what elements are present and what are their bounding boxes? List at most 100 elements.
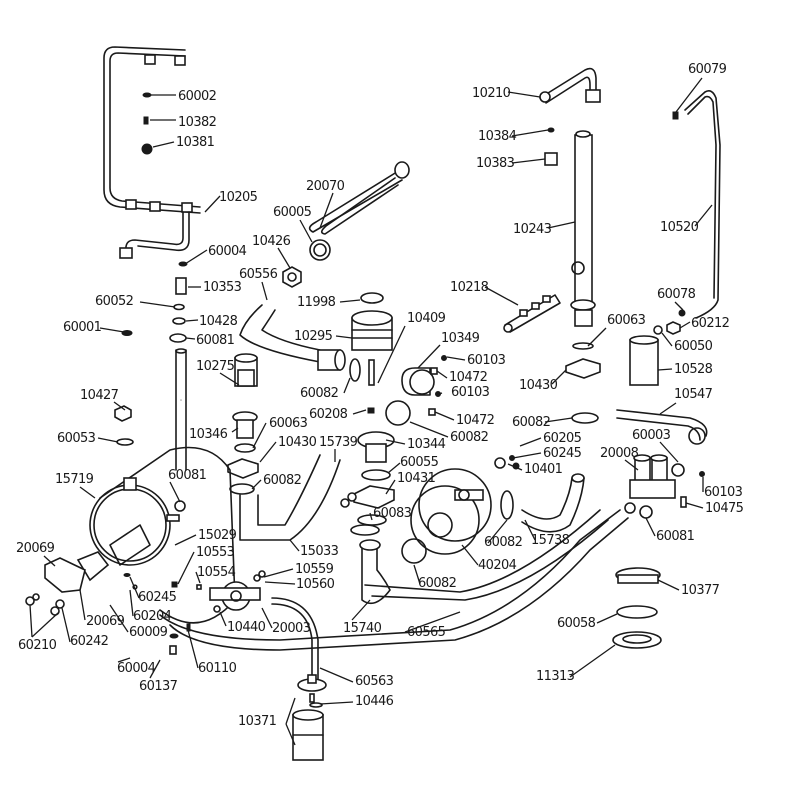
label-10428: 10428 — [199, 314, 238, 329]
leader-line — [417, 344, 441, 369]
leader-line — [624, 459, 639, 471]
label-10382: 10382 — [178, 115, 216, 130]
label-10377: 10377 — [681, 583, 720, 598]
label-10553: 10553 — [196, 545, 235, 560]
label-60205: 60205 — [543, 431, 582, 446]
part-10371-filter-canister — [292, 674, 327, 761]
leader-line — [544, 417, 573, 423]
leader-line — [409, 421, 449, 438]
part-labels: 60002 10382 10381 10205 60004 10353 6005… — [16, 62, 744, 729]
leader-line — [461, 544, 479, 566]
label-10472-a: 10472 — [449, 370, 487, 385]
label-10528: 10528 — [674, 362, 713, 377]
label-40204: 40204 — [478, 558, 517, 573]
label-10218: 10218 — [450, 280, 489, 295]
label-10472-b: 10472 — [456, 413, 494, 428]
leader-line — [113, 401, 126, 411]
leader-line — [31, 612, 59, 638]
label-15738: 15738 — [531, 533, 570, 548]
label-60078: 60078 — [657, 287, 696, 302]
part-10275-10346-fittings — [227, 353, 259, 495]
leader-line — [511, 129, 549, 137]
label-60103-a: 60103 — [467, 353, 506, 368]
leader-line — [152, 141, 175, 148]
label-10427: 10427 — [80, 388, 119, 403]
label-10430-a: 10430 — [278, 435, 317, 450]
label-10353: 10353 — [203, 280, 242, 295]
leader-line — [377, 325, 406, 384]
leader-line — [484, 286, 519, 306]
leader-line — [507, 91, 541, 98]
leader-line — [79, 589, 86, 621]
label-60565: 60565 — [407, 625, 446, 640]
label-20069-a: 20069 — [16, 541, 55, 556]
leader-lines — [29, 77, 713, 746]
part-10295-filter — [351, 292, 393, 414]
label-60004-b: 60004 — [117, 661, 156, 676]
leader-line — [369, 512, 373, 521]
label-20003: 20003 — [272, 621, 311, 636]
label-10409: 10409 — [407, 311, 446, 326]
label-60009: 60009 — [129, 625, 168, 640]
label-60082-a: 60082 — [300, 386, 338, 401]
label-60081-b: 60081 — [168, 468, 207, 483]
leader-line — [299, 219, 313, 243]
label-10426: 10426 — [252, 234, 291, 249]
label-10430-b: 10430 — [519, 378, 558, 393]
label-60245-b: 60245 — [543, 446, 582, 461]
leader-line — [285, 697, 296, 725]
label-10344: 10344 — [407, 437, 446, 452]
label-10275: 10275 — [196, 359, 235, 374]
leader-line — [404, 611, 461, 633]
label-11998: 11998 — [297, 295, 336, 310]
leader-line — [219, 372, 240, 386]
label-10371: 10371 — [238, 714, 277, 729]
label-60082-f: 60082 — [512, 415, 550, 430]
label-60083: 60083 — [373, 506, 412, 521]
label-10554: 10554 — [197, 565, 236, 580]
label-10431: 10431 — [397, 471, 436, 486]
leader-line — [339, 299, 361, 303]
label-60082-e: 60082 — [484, 535, 522, 550]
leader-line — [185, 319, 199, 322]
label-60003: 60003 — [632, 428, 671, 443]
leader-line — [352, 409, 367, 415]
label-11313: 11313 — [536, 669, 575, 684]
label-60556: 60556 — [239, 267, 278, 282]
label-60004: 60004 — [208, 244, 247, 259]
leader-line — [187, 629, 199, 669]
leader-line — [587, 327, 607, 347]
label-10346: 10346 — [189, 427, 228, 442]
leader-line — [109, 604, 129, 633]
label-60563: 60563 — [355, 674, 394, 689]
leader-line — [436, 370, 448, 379]
part-40204-pump — [401, 468, 514, 564]
label-60245-a: 60245 — [138, 590, 177, 605]
part-15719-boiler-tank — [25, 446, 236, 624]
leader-line — [117, 657, 131, 663]
leader-line — [149, 659, 161, 679]
leader-line — [79, 486, 96, 499]
leader-line — [263, 568, 294, 578]
leader-line — [446, 356, 466, 361]
label-60103-b: 60103 — [451, 385, 490, 400]
leader-line — [438, 392, 443, 395]
part-10520-tube — [672, 90, 721, 319]
label-60050: 60050 — [674, 339, 713, 354]
label-10295: 10295 — [294, 329, 333, 344]
part-20070-heating-element — [282, 161, 410, 288]
leader-line — [129, 589, 134, 617]
leader-line — [645, 517, 656, 537]
leader-line — [43, 555, 56, 567]
leader-line — [507, 463, 523, 471]
label-60001: 60001 — [63, 320, 102, 335]
label-10559: 10559 — [295, 562, 334, 577]
leader-line — [174, 534, 197, 546]
label-60053: 60053 — [57, 431, 96, 446]
label-60082-c: 60082 — [263, 473, 301, 488]
label-60081: 60081 — [196, 333, 235, 348]
leader-line — [231, 427, 239, 433]
leader-line — [657, 368, 673, 371]
